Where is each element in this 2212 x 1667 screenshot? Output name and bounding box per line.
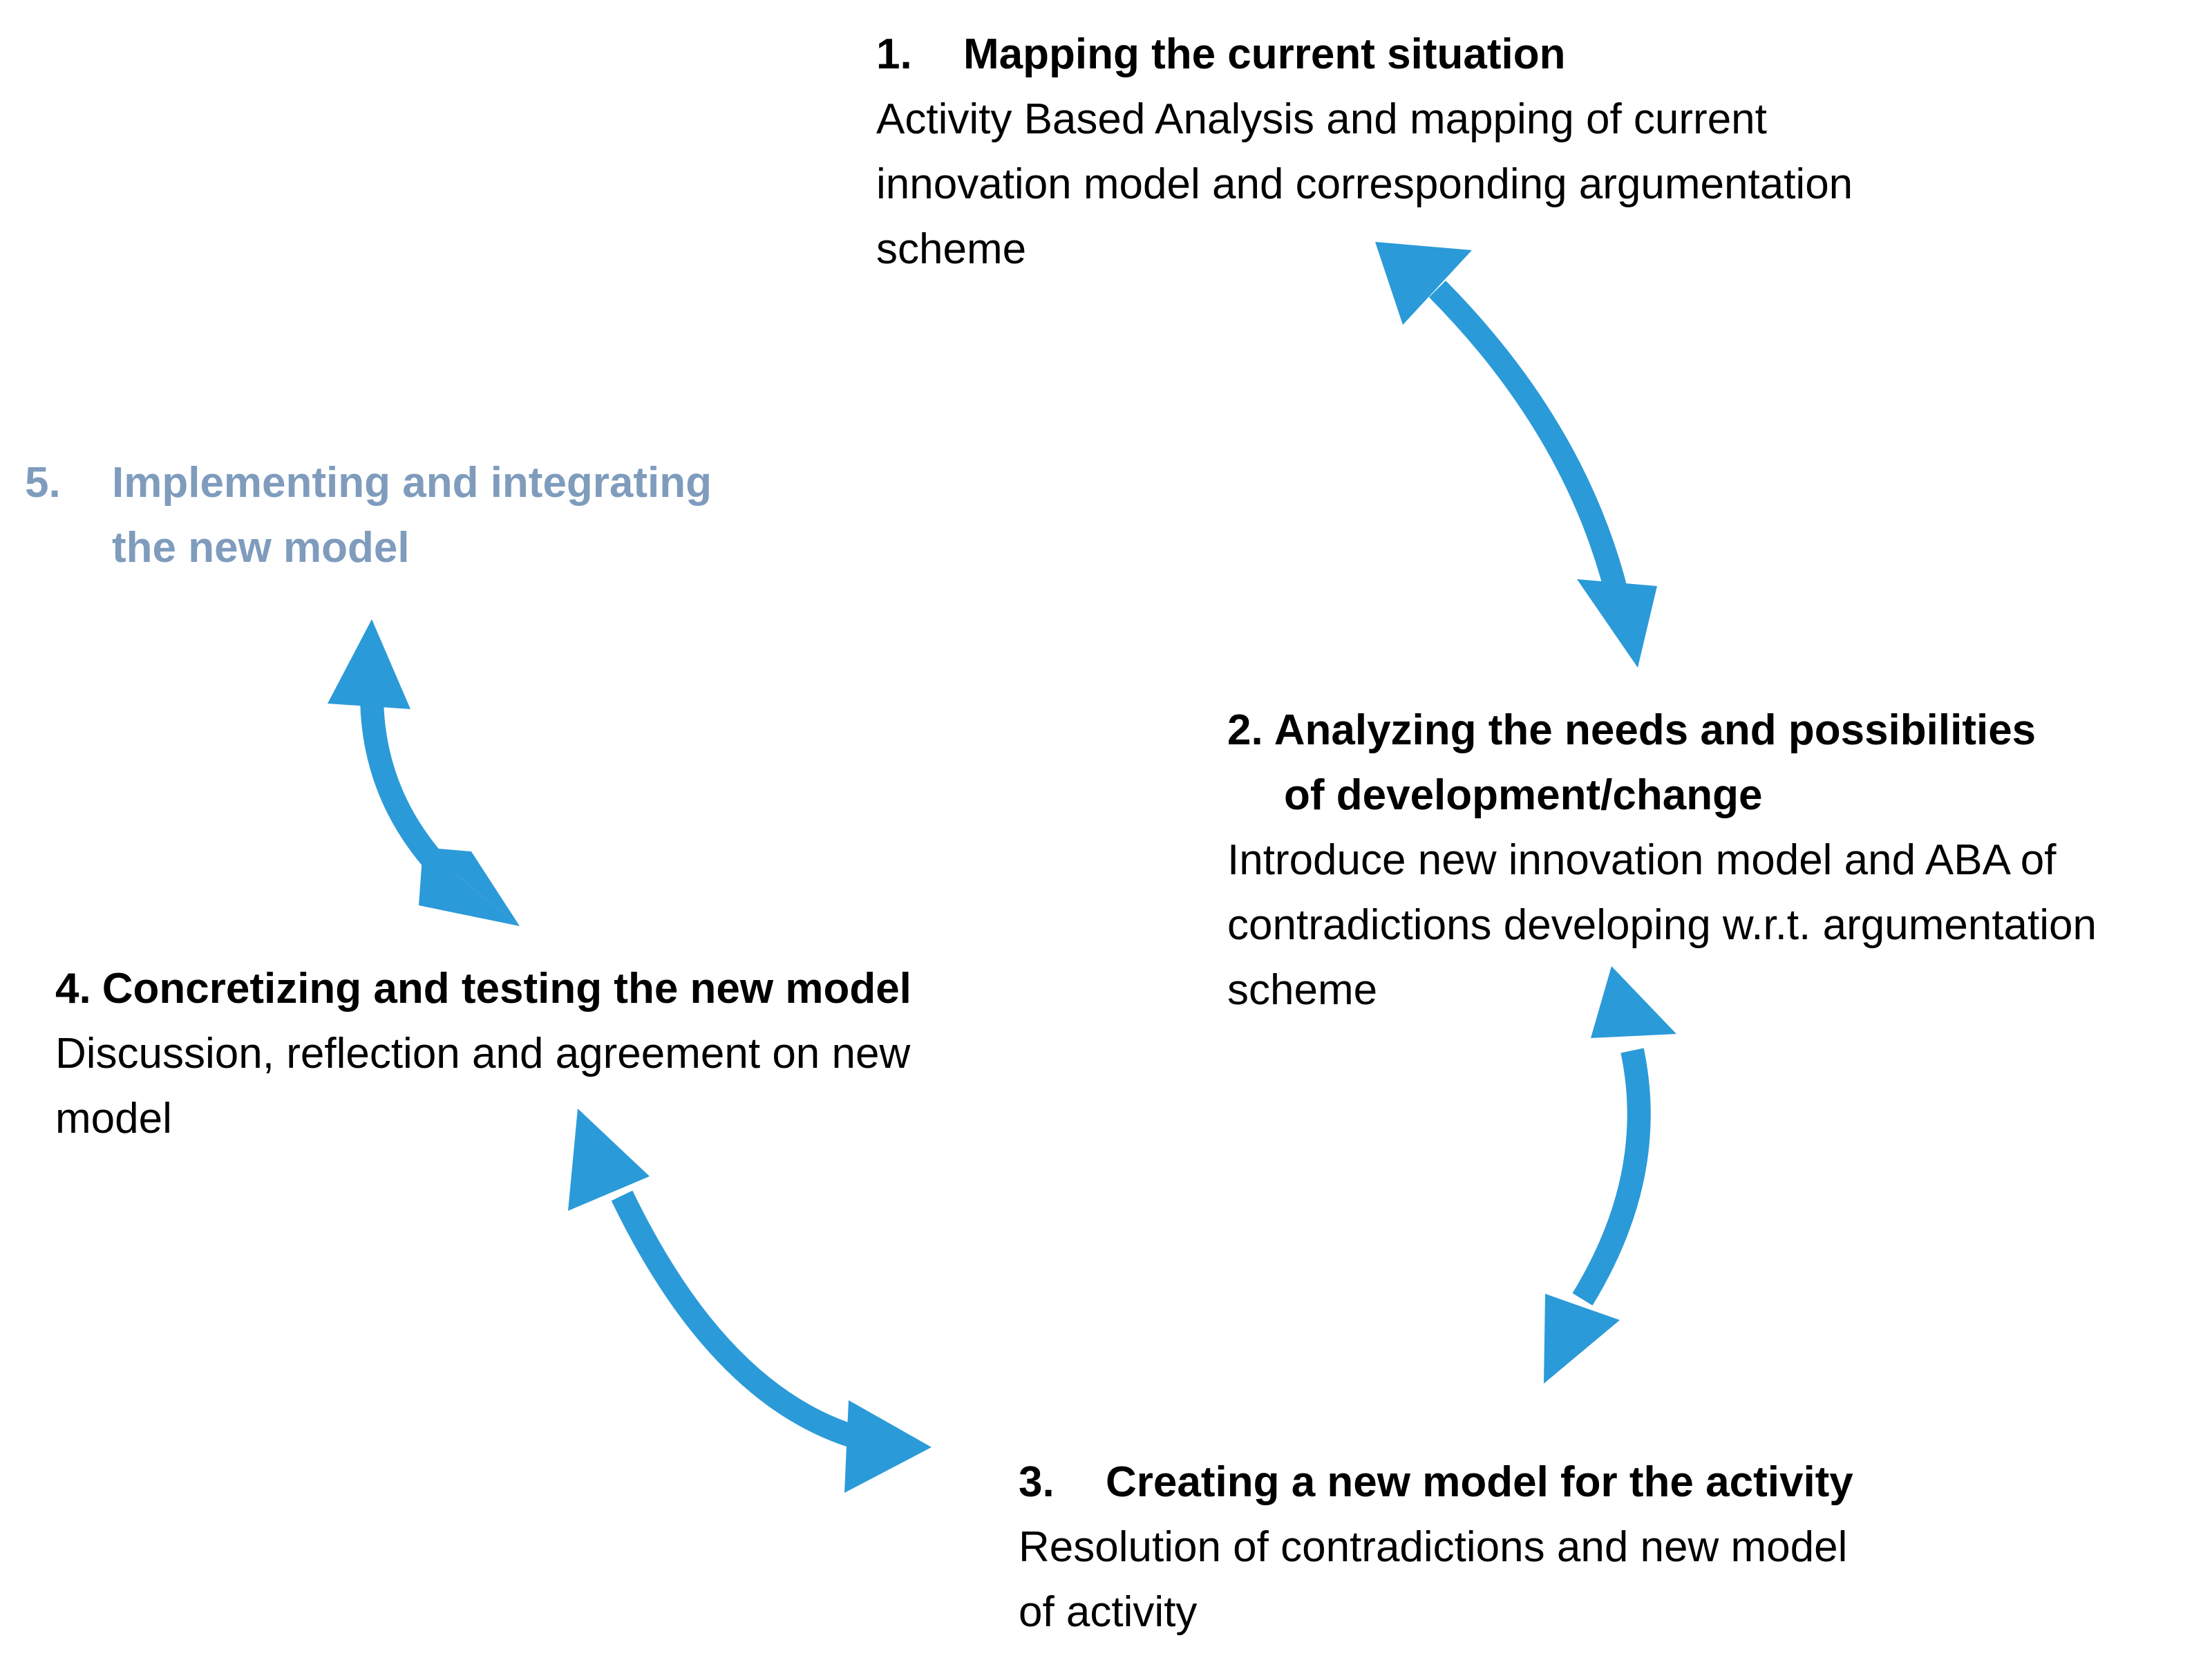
step-1-title: 1. Mapping the current situation — [876, 22, 1853, 87]
step-5-title: 5. Implementing and integrating the new … — [25, 451, 712, 581]
step-1: 1. Mapping the current situation Activit… — [876, 22, 1853, 282]
step-2: 2. Analyzing the needs and possibilities… — [1227, 698, 2097, 1023]
step-5-number: 5. — [25, 459, 61, 507]
arrow-3-4-head-top — [568, 1109, 650, 1211]
step-2-title-line2: of development/change — [1284, 771, 1763, 819]
arrow-2-3-shaft — [1572, 1048, 1651, 1306]
arrow-1-2-shaft — [1428, 281, 1629, 598]
step-1-number: 1. — [876, 30, 912, 78]
step-3-title-text: Creating a new model for the activity — [1106, 1458, 1853, 1506]
arrow-3-4-head-bottom — [844, 1400, 932, 1493]
step-3-description: Resolution of contradictions and new mod… — [1019, 1523, 1848, 1636]
step-2-number: 2. — [1227, 706, 1263, 754]
arrow-3-4-shaft — [611, 1190, 860, 1449]
step-2-title-line1: Analyzing the needs and possibilities — [1274, 706, 2036, 754]
step-4-title: 4. Concretizing and testing the new mode… — [55, 957, 911, 1021]
arrow-4-5-head-top — [328, 619, 410, 709]
step-5: 5. Implementing and integrating the new … — [25, 451, 712, 581]
step-2-title-continuation-row: of development/change — [1227, 763, 2097, 828]
step-4-description: Discussion, reflection and agreement on … — [55, 1030, 911, 1142]
step-3-title: 3. Creating a new model for the activity — [1019, 1450, 1853, 1515]
step-1-description: Activity Based Analysis and mapping of c… — [876, 95, 1853, 273]
step-5-title-text: Implementing and integrating the new mod… — [112, 459, 712, 572]
arrow-2-3-head-top — [1591, 966, 1676, 1038]
arrow-1-2-head-bottom — [1577, 579, 1657, 668]
step-2-description: Introduce new innovation model and ABA o… — [1227, 836, 2097, 1014]
step-1-title-text: Mapping the current situation — [963, 30, 1566, 78]
arrow-1-2-head-top — [1375, 242, 1472, 325]
step-4-title-text: Concretizing and testing the new model — [102, 965, 911, 1013]
arrow-2-3-head-bottom — [1544, 1294, 1620, 1384]
step-4: 4. Concretizing and testing the new mode… — [55, 957, 911, 1151]
step-4-number: 4. — [55, 965, 91, 1013]
step-3: 3. Creating a new model for the activity… — [1019, 1450, 1853, 1645]
step-3-number: 3. — [1019, 1458, 1055, 1506]
step-2-title: 2. Analyzing the needs and possibilities — [1227, 698, 2097, 763]
